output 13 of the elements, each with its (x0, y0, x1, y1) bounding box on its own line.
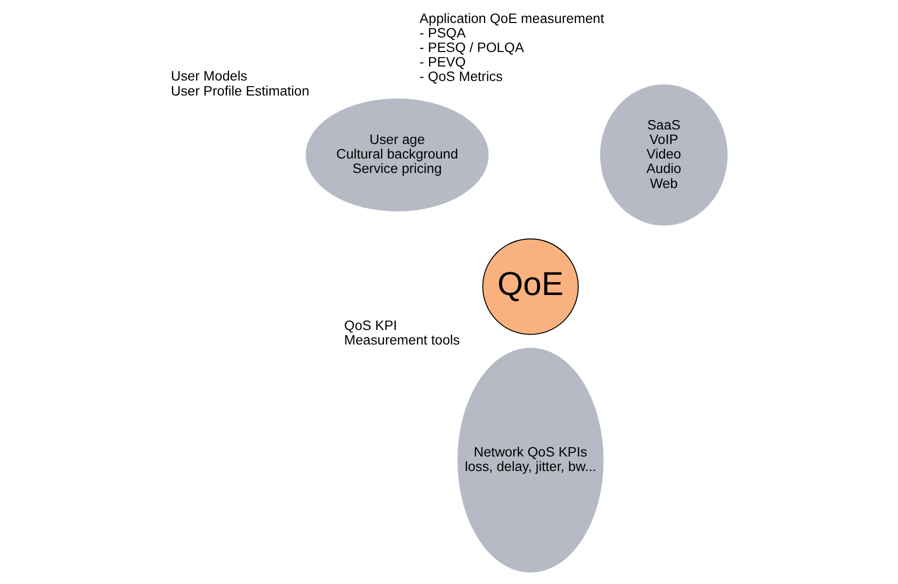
node-label: Measurement tools (344, 332, 460, 348)
node-label: Application QoE measurement (420, 10, 604, 26)
node-circle: SaaS VoIP Video Audio Web (600, 84, 728, 226)
node-label: - PSQA (420, 25, 466, 40)
node-circle: QoE (482, 238, 579, 335)
node-label: - PESQ / POLQA (420, 40, 524, 56)
node-label: QoS KPI (344, 318, 398, 333)
node-label: User Models (170, 68, 248, 84)
node-label: - PEVQ (420, 54, 466, 70)
node-label: User Profile Estimation (170, 83, 310, 98)
node-label: - QoS Metrics (420, 69, 503, 84)
node-ellipse: User age Cultural background Service pricing (306, 98, 489, 212)
node-ellipse: Network QoS KPIs loss, delay, jitter, bw... (457, 348, 604, 573)
